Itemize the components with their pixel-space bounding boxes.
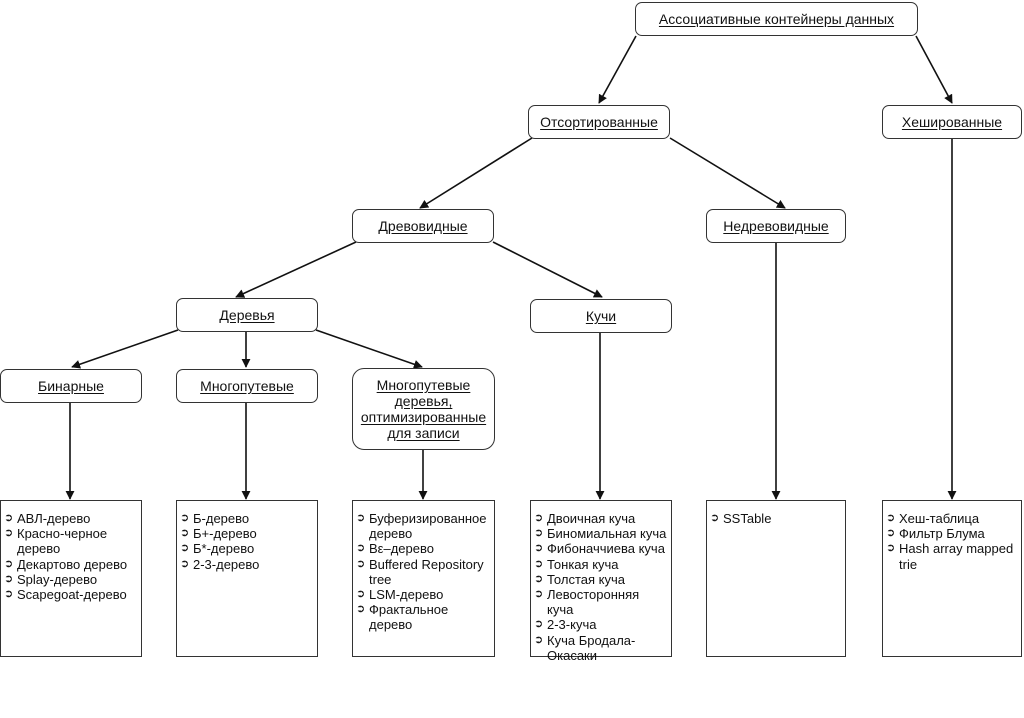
list-item: ➲2-3-дерево xyxy=(180,556,260,572)
arrow-bullet-icon: ➲ xyxy=(534,557,544,570)
node-binary: Бинарные xyxy=(0,369,142,403)
edge-sorted-non-tree xyxy=(669,137,786,209)
list-item: ➲Б+-дерево xyxy=(180,526,257,542)
arrow-bullet-icon: ➲ xyxy=(4,557,14,570)
node-trees-label: Деревья xyxy=(219,307,275,323)
node-sorted-label: Отсортированные xyxy=(540,114,658,130)
list-item: ➲Толстая куча xyxy=(534,571,625,587)
list-item: ➲АВЛ-дерево xyxy=(4,511,91,526)
edge-sorted-tree-based xyxy=(419,137,533,209)
arrow-bullet-icon: ➲ xyxy=(886,512,896,524)
edge-trees-binary xyxy=(71,329,179,369)
arrow-bullet-icon: ➲ xyxy=(356,512,366,524)
list-hashed: ➲Хеш-таблица ➲Фильтр Блума ➲Hash array m… xyxy=(882,500,1022,657)
list-multiway-write-optimized: ➲Буферизированное дерево ➲Bε–дерево ➲Buf… xyxy=(352,500,495,657)
node-multiway: Многопутевые xyxy=(176,369,318,403)
arrow-bullet-icon: ➲ xyxy=(356,603,366,616)
node-binary-label: Бинарные xyxy=(38,378,104,394)
arrow-bullet-icon: ➲ xyxy=(534,542,544,555)
list-item: ➲Фильтр Блума xyxy=(886,526,985,542)
node-multiway-write-line-2: деревья, xyxy=(394,393,453,409)
list-item: ➲Тонкая куча xyxy=(534,556,619,572)
arrow-bullet-icon: ➲ xyxy=(534,527,544,540)
node-multiway-write-line-1: Многопутевые xyxy=(376,377,471,393)
list-item: ➲Хеш-таблица xyxy=(886,511,980,526)
edge-trees-multiway-write xyxy=(315,329,423,369)
arrow-bullet-icon: ➲ xyxy=(886,527,896,540)
list-item: ➲Б*-дерево xyxy=(180,541,255,557)
arrow-bullet-icon: ➲ xyxy=(4,588,14,601)
arrow-bullet-icon: ➲ xyxy=(180,557,190,570)
node-hashed: Хешированные xyxy=(882,105,1022,139)
list-item: ➲SSTable xyxy=(710,511,772,526)
arrow-bullet-icon: ➲ xyxy=(356,588,366,601)
node-tree-based: Древовидные xyxy=(352,209,494,243)
arrow-bullet-icon: ➲ xyxy=(180,527,190,540)
list-item: ➲LSM-дерево xyxy=(356,587,444,603)
node-associative-containers-label: Ассоциативные контейнеры данных xyxy=(658,11,895,27)
list-item: ➲Декартово дерево xyxy=(4,556,128,572)
list-non-tree: ➲SSTable xyxy=(706,500,846,657)
list-item: ➲Б-дерево xyxy=(180,511,250,526)
arrow-bullet-icon: ➲ xyxy=(4,512,14,524)
arrow-bullet-icon: ➲ xyxy=(356,542,366,555)
edge-tree-based-trees xyxy=(235,241,357,298)
list-item: ➲Двоичная куча xyxy=(534,511,636,526)
arrow-bullet-icon: ➲ xyxy=(180,512,190,524)
arrow-bullet-icon: ➲ xyxy=(534,633,544,646)
list-item: ➲Куча Бродала-Окасаки xyxy=(534,632,636,663)
node-tree-based-label: Древовидные xyxy=(378,218,468,234)
edge-tree-based-heaps xyxy=(492,241,603,298)
list-item: ➲2-3-куча xyxy=(534,617,597,633)
node-hashed-label: Хешированные xyxy=(901,114,1003,130)
list-item: ➲Splay-дерево xyxy=(4,571,98,587)
arrow-bullet-icon: ➲ xyxy=(534,512,544,524)
arrow-bullet-icon: ➲ xyxy=(4,527,14,540)
node-non-tree-label: Недревовидные xyxy=(723,218,829,234)
edge-root-sorted xyxy=(598,35,637,104)
arrow-bullet-icon: ➲ xyxy=(534,572,544,585)
node-multiway-write-line-3: оптимизированные xyxy=(360,409,487,425)
node-sorted: Отсортированные xyxy=(528,105,670,139)
arrow-bullet-icon: ➲ xyxy=(534,618,544,631)
list-item: ➲Фибоначчиева куча xyxy=(534,541,665,557)
arrow-bullet-icon: ➲ xyxy=(886,542,896,555)
node-non-tree: Недревовидные xyxy=(706,209,846,243)
node-multiway-label: Многопутевые xyxy=(200,378,294,394)
arrow-bullet-icon: ➲ xyxy=(534,588,544,601)
arrow-bullet-icon: ➲ xyxy=(180,542,190,555)
list-item: ➲Buffered Repository tree xyxy=(356,556,484,587)
edge-root-hashed xyxy=(915,35,953,104)
list-item: ➲Биномиальная куча xyxy=(534,526,667,542)
list-item: ➲Буферизированное дерево xyxy=(356,511,487,542)
arrow-bullet-icon: ➲ xyxy=(4,572,14,585)
node-multiway-write-line-4: для записи xyxy=(387,425,460,441)
node-heaps: Кучи xyxy=(530,299,672,333)
list-binary: ➲АВЛ-дерево ➲Красно-черное дерево ➲Декар… xyxy=(0,500,142,657)
arrow-bullet-icon: ➲ xyxy=(710,512,720,524)
list-item: ➲Scapegoat-дерево xyxy=(4,587,127,603)
node-trees: Деревья xyxy=(176,298,318,332)
node-multiway-write-optimized: Многопутевые деревья, оптимизированные д… xyxy=(352,368,495,450)
list-multiway: ➲Б-дерево ➲Б+-дерево ➲Б*-дерево ➲2-3-дер… xyxy=(176,500,318,657)
node-associative-containers: Ассоциативные контейнеры данных xyxy=(635,2,918,36)
list-heaps: ➲Двоичная куча ➲Биномиальная куча ➲Фибон… xyxy=(530,500,672,663)
arrow-bullet-icon: ➲ xyxy=(356,557,366,570)
list-item: ➲Красно-черное дерево xyxy=(4,526,108,557)
list-item: ➲Bε–дерево xyxy=(356,541,434,557)
list-item: ➲Hash array mapped trie xyxy=(886,541,1014,572)
node-heaps-label: Кучи xyxy=(585,308,617,324)
list-item: ➲Фрактальное дерево xyxy=(356,602,449,633)
list-item: ➲Левосторонняя куча xyxy=(534,587,640,618)
